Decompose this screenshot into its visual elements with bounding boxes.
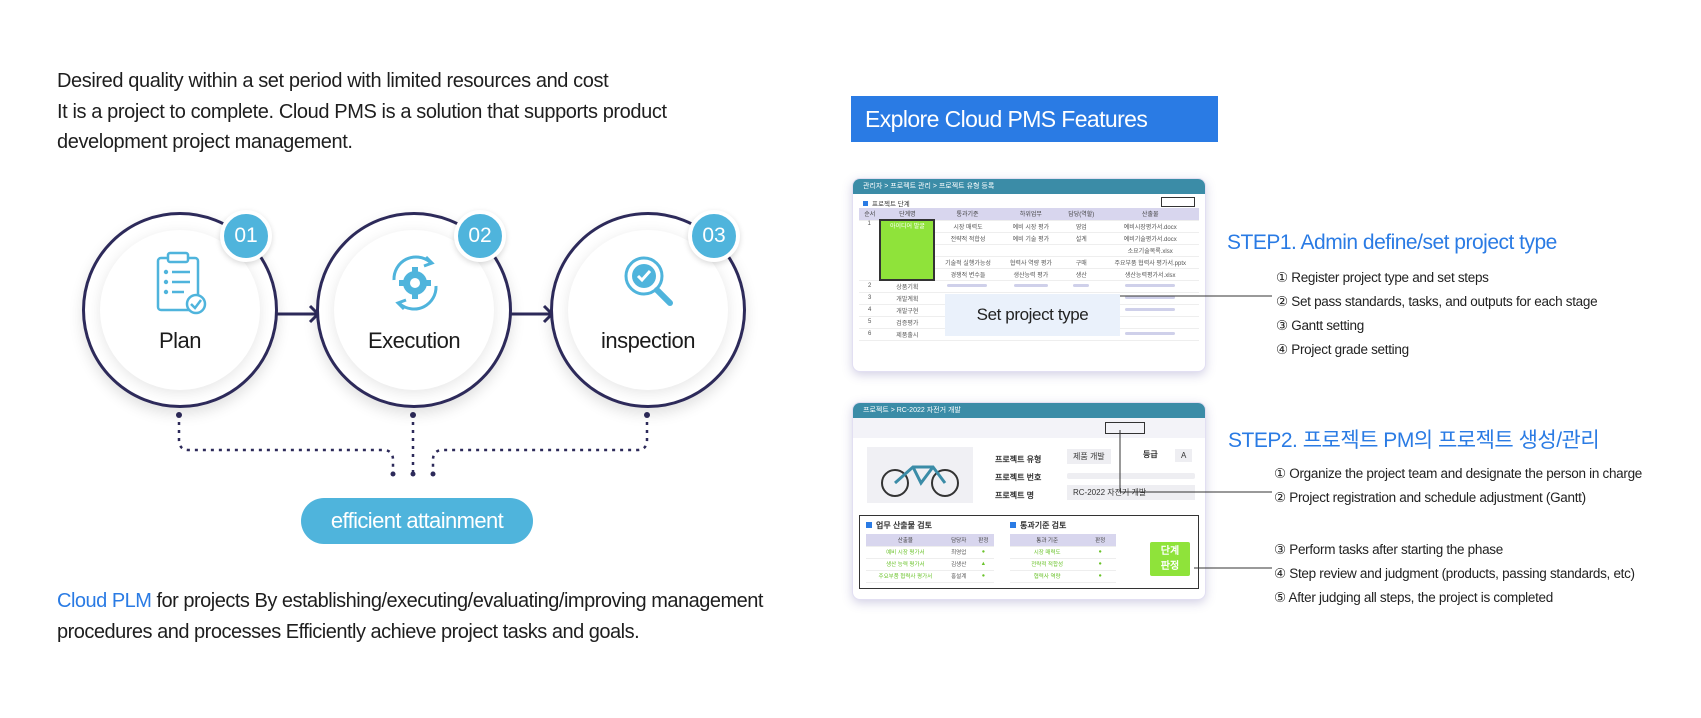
set-project-type-callout: Set project type: [945, 294, 1120, 336]
magnifier-check-icon: [624, 256, 673, 306]
step2-title: STEP2. 프로젝트 PM의 프로젝트 생성/관리: [1228, 429, 1600, 452]
step1-screenshot: 관리자 > 프로젝트 관리 > 프로젝트 유형 등록 프로젝트 단계 순서 단계…: [852, 178, 1206, 372]
step-label: Plan: [158, 328, 202, 353]
step-number-badge: 02: [454, 210, 506, 262]
table-row: 시장 매력도●: [1010, 546, 1116, 559]
step-circle-plan: Plan 01: [82, 210, 278, 408]
section-marker: [863, 201, 868, 206]
col-header: 단계명: [880, 208, 935, 221]
step2-connectors: [1119, 430, 1272, 569]
table-row: 소요기술목록.xlsx: [859, 244, 1199, 257]
col-header: 담당(역할): [1061, 208, 1102, 221]
list-item: ① Organize the project team and designat…: [1274, 466, 1642, 481]
list-item: ③ Gantt setting: [1276, 318, 1364, 333]
bottom-text-1: for projects By establishing/executing/e…: [151, 590, 763, 612]
step-label: inspection: [600, 328, 696, 353]
gear-cycle-icon: [392, 255, 438, 311]
col-header: 순서: [859, 208, 881, 221]
stage-judge-button[interactable]: 단계 판정: [1150, 542, 1190, 576]
step-circle-inspection: inspection 03: [550, 210, 746, 408]
toolbar-icons: [1105, 422, 1145, 434]
bottom-description: Cloud PLM for projects By establishing/e…: [57, 586, 847, 648]
col-header: 산출물: [1101, 208, 1199, 221]
step1-title: STEP1. Admin define/set project type: [1227, 231, 1557, 254]
col-header: 하위업무: [1000, 208, 1062, 221]
intro-line-1: Desired quality within a set period with…: [57, 70, 609, 92]
col-header: 통과기준: [934, 208, 1001, 221]
cloud-plm-highlight: Cloud PLM: [57, 590, 152, 612]
step2-list-a: ① Organize the project team and designat…: [1274, 462, 1642, 510]
type-value: 제품 개발: [1067, 449, 1111, 464]
list-item: ⑤ After judging all steps, the project i…: [1274, 590, 1553, 605]
bicycle-image: [867, 447, 973, 503]
number-label: 프로젝트 번호: [995, 473, 1042, 482]
step-label: Execution: [367, 328, 461, 353]
list-item: ② Project registration and schedule adju…: [1274, 490, 1586, 505]
screenshot-breadcrumb: 프로젝트 > RC-2022 자전거 개발: [853, 403, 1205, 418]
features-title: Explore Cloud PMS Features: [851, 96, 1218, 142]
list-item: ① Register project type and set steps: [1276, 270, 1489, 285]
list-item: ④ Project grade setting: [1276, 342, 1409, 357]
list-item: ② Set pass standards, tasks, and outputs…: [1276, 294, 1598, 309]
intro-text: Desired quality within a set period with…: [57, 66, 747, 158]
step-number-badge: 03: [688, 210, 740, 262]
step2-screenshot: 프로젝트 > RC-2022 자전거 개발 프로젝트 유형 제품 개발 등급 A…: [852, 402, 1206, 600]
step2-list-b: ③ Perform tasks after starting the phase…: [1274, 538, 1635, 610]
list-item: ④ Step review and judgment (products, pa…: [1274, 566, 1635, 581]
intro-line-2: It is a project to complete. Cloud PMS i…: [57, 100, 667, 123]
intro-line-3: development project management.: [57, 131, 353, 153]
efficient-attainment-pill: efficient attainment: [301, 498, 533, 544]
process-connectors: [176, 304, 650, 477]
bottom-text-2: procedures and processes Efficiently ach…: [57, 621, 640, 643]
step1-list: ① Register project type and set steps ② …: [1276, 266, 1598, 362]
table-row: 전략적 적합성●: [1010, 558, 1116, 571]
step1-connector: [1120, 295, 1272, 297]
table-row: 협력사 역량●: [1010, 570, 1116, 583]
step-circle-execution: Execution 02: [316, 210, 512, 408]
grade-label: 등급: [1143, 450, 1158, 459]
grade-value: A: [1175, 449, 1193, 462]
step-number-badge: 01: [220, 210, 272, 262]
section-title: 프로젝트 단계: [872, 201, 910, 208]
list-item: ③ Perform tasks after starting the phase: [1274, 542, 1503, 557]
clipboard-icon: [156, 251, 207, 315]
toolbar-icons: [1161, 197, 1195, 207]
type-label: 프로젝트 유형: [995, 455, 1042, 464]
left-section-title: 업무 산출물 검토: [876, 521, 932, 530]
name-label: 프로젝트 명: [995, 491, 1035, 500]
screenshot-breadcrumb: 관리자 > 프로젝트 관리 > 프로젝트 유형 등록: [853, 179, 1205, 194]
right-section-title: 통과기준 검토: [1020, 521, 1067, 530]
